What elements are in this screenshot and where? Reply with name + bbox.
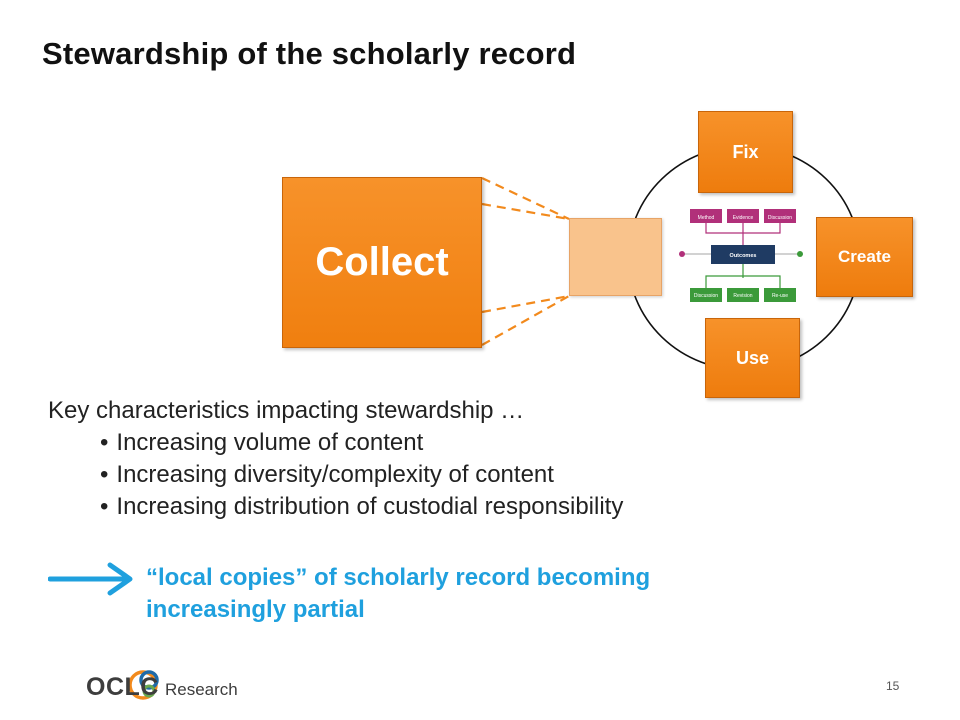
mini-outcomes-diagram: Method Evidence Discussion Outcomes Disc… (679, 209, 803, 302)
oclc-research-suffix: Research (165, 680, 238, 699)
list-item: Increasing distribution of custodial res… (100, 491, 623, 523)
characteristics-list: Increasing volume of content Increasing … (100, 427, 623, 523)
list-item: Increasing diversity/complexity of conte… (100, 459, 623, 491)
characteristics-block: Key characteristics impacting stewardshi… (48, 395, 623, 523)
list-item: Increasing volume of content (100, 427, 623, 459)
mini-bottom-label-1: Discussion (694, 293, 718, 299)
collect-box: Collect (282, 177, 482, 348)
conclusion-line-1: “local copies” of scholarly record becom… (146, 564, 651, 591)
fix-node: Fix (698, 111, 793, 193)
mini-top-label-3: Discussion (768, 215, 792, 221)
mini-center-label: Outcomes (730, 253, 757, 259)
zoom-line-bottom-1 (481, 294, 570, 314)
create-node: Create (816, 217, 913, 297)
mini-bottom-label-2: Revision (733, 293, 752, 299)
use-node: Use (705, 318, 800, 398)
collect-mini-box (569, 218, 662, 296)
characteristics-intro: Key characteristics impacting stewardshi… (48, 397, 525, 424)
page-number: 15 (886, 679, 900, 693)
oclc-logo-icon (128, 670, 159, 700)
zoom-line-top-1 (481, 177, 570, 220)
slide-title: Stewardship of the scholarly record (42, 36, 577, 71)
mini-bottom-label-3: Re-use (772, 293, 788, 299)
right-arrow-icon (48, 562, 133, 596)
conclusion-text: “local copies” of scholarly record becom… (146, 562, 650, 626)
zoom-line-top-2 (481, 202, 570, 221)
mini-top-label-2: Evidence (733, 215, 754, 221)
zoom-line-bottom-2 (481, 295, 570, 346)
oclc-wordmark: OCLC (86, 673, 159, 701)
conclusion-line-2: increasingly partial (146, 596, 365, 623)
mini-top-label-1: Method (698, 215, 715, 221)
